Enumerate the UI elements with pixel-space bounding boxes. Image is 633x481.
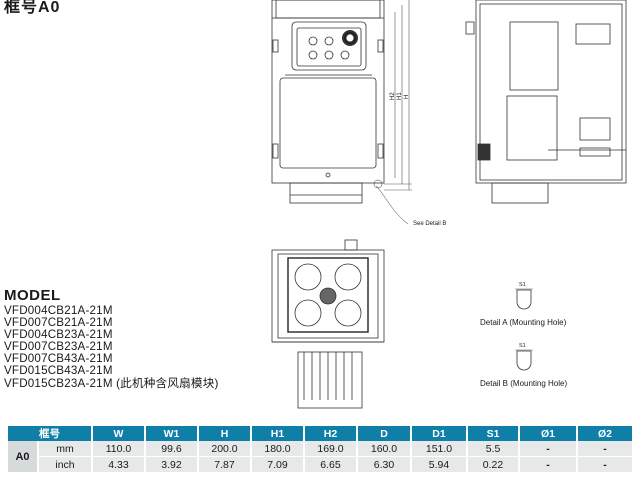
table-cell: 110.0 [92, 441, 146, 457]
table-cell: 6.30 [357, 456, 412, 473]
header-d1: D1 [411, 426, 468, 441]
table-cell: - [577, 456, 633, 473]
table-cell: - [519, 441, 578, 457]
detail-b-label: Detail B (Mounting Hole) [480, 379, 568, 388]
model-item: VFD015CB23A-21M (此机种含风扇模块) [4, 376, 219, 390]
table-cell: 200.0 [198, 441, 252, 457]
frame-cell: A0 [8, 441, 39, 473]
table-cell: 169.0 [304, 441, 358, 457]
table-cell: - [519, 456, 578, 473]
model-item: VFD015CB43A-21M [4, 364, 113, 378]
model-item: VFD007CB43A-21M [4, 352, 113, 366]
header-phi2: Ø2 [577, 426, 633, 441]
table-cell: 5.5 [467, 441, 520, 457]
model-item: VFD007CB21A-21M [4, 316, 113, 330]
table-cell: 3.92 [145, 456, 199, 473]
h2-label: H2 [390, 92, 396, 100]
detail-a-label: Detail A (Mounting Hole) [480, 318, 567, 327]
see-detail-b-label: See Detail B [413, 221, 447, 227]
frame-title: 框号A0 [4, 0, 61, 16]
header-w1: W1 [145, 426, 199, 441]
s1-label-b: S1 [519, 343, 526, 349]
front-view-drawing [271, 0, 412, 225]
header-h2: H2 [304, 426, 358, 441]
table-cell: 99.6 [145, 441, 199, 457]
dimension-table: 框号 W W1 H H1 H2 D D1 S1 Ø1 Ø2 A0 mm 110.… [8, 426, 633, 473]
table-cell: 6.65 [304, 456, 358, 473]
table-row: A0 mm 110.0 99.6 200.0 180.0 169.0 160.0… [8, 441, 633, 473]
header-h: H [198, 426, 252, 441]
table-cell: 151.0 [411, 441, 468, 457]
technical-drawings [271, 0, 627, 409]
unit-cell: mm [38, 441, 93, 457]
header-phi1: Ø1 [519, 426, 578, 441]
header-h1: H1 [251, 426, 305, 441]
header-d: D [357, 426, 412, 441]
h-label: H [404, 94, 410, 99]
table-cell: 4.33 [92, 456, 146, 473]
side-view-drawing [465, 0, 627, 204]
model-item: VFD004CB21A-21M [4, 304, 113, 317]
model-item: VFD004CB23A-21M [4, 328, 113, 342]
model-item: VFD007CB23A-21M [4, 340, 113, 354]
model-title: MODEL [4, 287, 61, 304]
unit-cell: inch [38, 456, 93, 473]
table-cell: 7.87 [198, 456, 252, 473]
bottom-view-drawing [271, 239, 385, 409]
detail-b-drawing [515, 349, 533, 371]
table-cell: 7.09 [251, 456, 305, 473]
h1-label: H1 [397, 92, 403, 100]
table-cell: 180.0 [251, 441, 305, 457]
detail-a-drawing [515, 288, 533, 310]
table-cell: 5.94 [411, 456, 468, 473]
table-cell: 160.0 [357, 441, 412, 457]
table-row: inch 4.33 3.92 7.87 7.09 6.65 6.30 5.94 … [8, 456, 633, 473]
s1-label-a: S1 [519, 282, 526, 288]
table-cell: - [577, 441, 633, 457]
table-header-row: 框号 W W1 H H1 H2 D D1 S1 Ø1 Ø2 [8, 426, 633, 441]
header-frame: 框号 [8, 426, 93, 441]
header-s1: S1 [467, 426, 520, 441]
model-list: MODEL VFD004CB21A-21M VFD007CB21A-21M VF… [4, 287, 219, 390]
table-cell: 0.22 [467, 456, 520, 473]
header-w: W [92, 426, 146, 441]
